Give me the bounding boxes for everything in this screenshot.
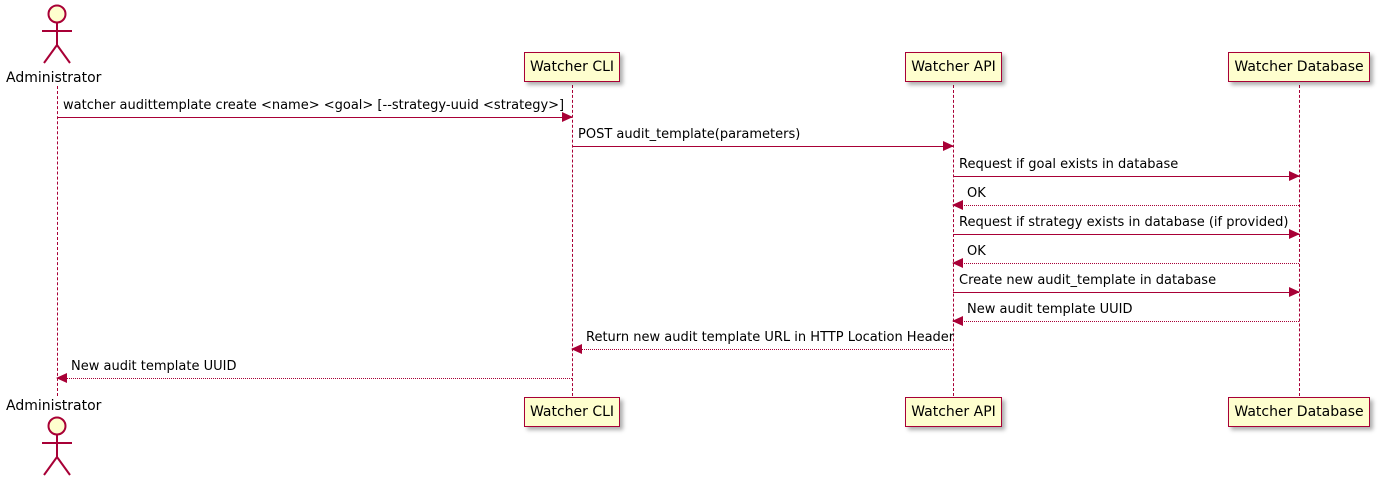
participant-label-watcher-cli-bottom: Watcher CLI [529,404,615,420]
participant-watcher-database-bottom[interactable]: Watcher Database [1228,397,1370,427]
arrow-head-right-icon [1289,171,1300,181]
participant-label-watcher-api-top: Watcher API [911,59,996,75]
arrow-head-left-icon [952,316,963,326]
arrow-head-left-icon [571,344,582,354]
lifeline-administrator [57,86,58,396]
lifeline-watcher-api [953,85,954,396]
message-line [953,263,1299,264]
participant-watcher-api-top[interactable]: Watcher API [905,52,1002,82]
message-label: Request if strategy exists in database (… [959,214,1289,230]
message-line [57,378,572,379]
actor-administrator-top [33,2,81,68]
arrow-head-left-icon [952,200,963,210]
participant-watcher-api-bottom[interactable]: Watcher API [905,397,1002,427]
actor-stick-figure-icon [42,416,72,476]
message-label: POST audit_template(parameters) [578,126,801,142]
message-label: watcher audittemplate create <name> <goa… [63,97,565,113]
message-label: Request if goal exists in database [959,156,1179,172]
message-label: OK [967,243,986,259]
message-line [953,292,1299,293]
arrow-head-right-icon [562,112,573,122]
message-line [953,205,1299,206]
arrow-head-left-icon [952,258,963,268]
lifeline-watcher-database [1299,85,1300,396]
message-label: Return new audit template URL in HTTP Lo… [586,329,955,345]
lifeline-watcher-cli [572,85,573,396]
message-label: New audit template UUID [967,301,1133,317]
actor-label-administrator-bottom: Administrator [6,398,102,414]
message-line [572,146,953,147]
actor-stick-figure-icon [42,4,72,64]
participant-watcher-database-top[interactable]: Watcher Database [1228,52,1370,82]
message-line [953,321,1299,322]
message-line [572,349,953,350]
message-line [953,176,1299,177]
arrow-head-right-icon [943,141,954,151]
message-label: OK [967,185,986,201]
participant-label-watcher-api-bottom: Watcher API [911,404,996,420]
actor-administrator-bottom [33,414,81,480]
message-label: New audit template UUID [71,358,237,374]
arrow-head-left-icon [56,373,67,383]
actor-label-administrator-top: Administrator [6,70,102,86]
arrow-head-right-icon [1289,229,1300,239]
message-line [57,117,572,118]
message-line [953,234,1299,235]
participant-label-watcher-database-top: Watcher Database [1234,59,1364,75]
participant-label-watcher-cli-top: Watcher CLI [529,59,615,75]
participant-label-watcher-database-bottom: Watcher Database [1234,404,1364,420]
message-label: Create new audit_template in database [959,272,1217,288]
arrow-head-right-icon [1289,287,1300,297]
participant-watcher-cli-bottom[interactable]: Watcher CLI [524,397,620,427]
participant-watcher-cli-top[interactable]: Watcher CLI [524,52,620,82]
